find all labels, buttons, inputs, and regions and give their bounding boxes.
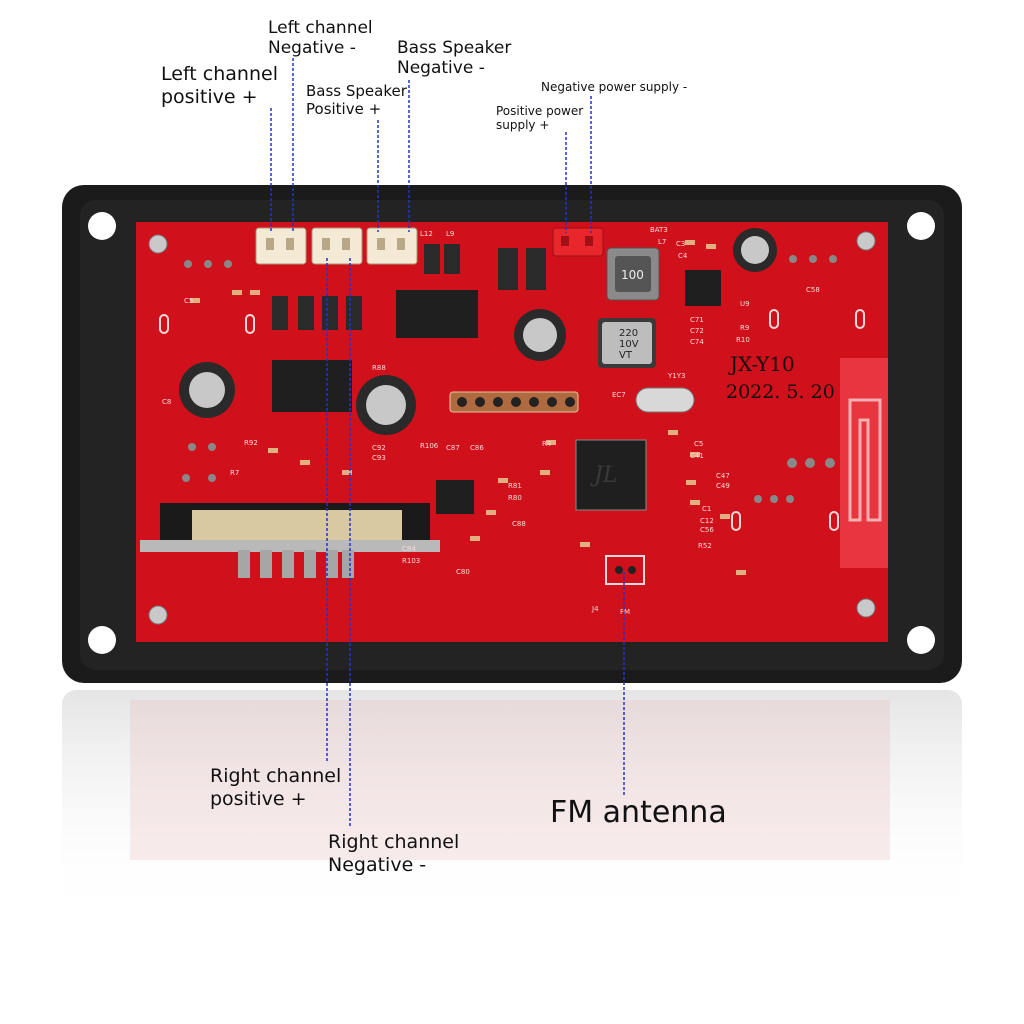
svg-text:C47: C47 — [716, 472, 730, 480]
svg-text:C56: C56 — [700, 526, 714, 534]
svg-text:C12: C12 — [700, 517, 714, 525]
svg-text:C74: C74 — [690, 338, 704, 346]
label-right-channel-positive: Right channel positive + — [210, 765, 342, 810]
inductor-value: 100 — [621, 268, 644, 282]
leader-lines — [270, 58, 625, 826]
screw — [148, 231, 876, 625]
svg-text:C5: C5 — [694, 440, 703, 448]
svg-text:L9: L9 — [446, 230, 454, 238]
svg-text:C86: C86 — [470, 444, 484, 452]
svg-text:C71: C71 — [690, 316, 704, 324]
svg-text:C1: C1 — [702, 505, 711, 513]
svg-text:C87: C87 — [446, 444, 460, 452]
svg-text:U9: U9 — [740, 300, 750, 308]
label-negative-power-supply: Negative power supply - — [541, 80, 688, 94]
label-positive-power-supply: Positive power supply + — [496, 104, 584, 133]
power-connector — [552, 227, 604, 257]
svg-text:C92: C92 — [372, 444, 386, 452]
svg-text:C49: C49 — [716, 482, 730, 490]
svg-text:C93: C93 — [372, 454, 386, 462]
label-right-channel-negative: Right channel Negative - — [328, 831, 460, 876]
svg-text:C72: C72 — [690, 327, 704, 335]
sd-slot-bracket — [140, 540, 440, 552]
board-model: JX-Y10 — [728, 352, 795, 376]
label-left-channel-negative: Left channel Negative - — [268, 18, 373, 59]
small-chip — [436, 480, 474, 514]
board-date: 2022. 5. 20 — [726, 381, 835, 403]
svg-text:C4: C4 — [678, 252, 688, 260]
svg-text:Y1Y3: Y1Y3 — [667, 372, 685, 380]
svg-text:R103: R103 — [402, 557, 420, 565]
svg-text:C5: C5 — [184, 297, 193, 305]
svg-text:BAT3: BAT3 — [650, 226, 668, 234]
svg-text:R4: R4 — [542, 440, 552, 448]
svg-text:L12: L12 — [420, 230, 433, 238]
svg-text:J4: J4 — [591, 605, 599, 613]
svg-text:EC7: EC7 — [612, 391, 626, 399]
svg-text:R52: R52 — [698, 542, 712, 550]
svg-text:R106: R106 — [420, 442, 439, 450]
regulator-chip — [685, 270, 721, 306]
capacitor — [179, 228, 777, 435]
label-left-channel-positive: Left channel positive + — [161, 63, 278, 108]
mount-hole — [907, 212, 935, 240]
svg-text:C84: C84 — [402, 545, 416, 553]
svg-text:L7: L7 — [658, 238, 666, 246]
amp-chip — [272, 360, 352, 412]
fm-connector — [605, 555, 645, 585]
amp-chip — [396, 290, 478, 338]
label-fm-antenna: FM antenna — [550, 795, 727, 830]
svg-text:C88: C88 — [512, 520, 526, 528]
label-bass-speaker-negative: Bass Speaker Negative - — [397, 38, 512, 79]
crystal — [635, 387, 695, 413]
svg-text:R88: R88 — [372, 364, 386, 372]
svg-text:C41: C41 — [690, 452, 704, 460]
svg-text:R7: R7 — [230, 469, 239, 477]
svg-text:FM: FM — [620, 608, 630, 616]
svg-text:C3: C3 — [676, 240, 685, 248]
main-chip — [575, 439, 647, 511]
svg-text:R92: R92 — [244, 439, 258, 447]
mount-hole — [907, 626, 935, 654]
svg-text:C8: C8 — [162, 398, 171, 406]
mount-hole — [88, 626, 116, 654]
mount-hole — [88, 212, 116, 240]
label-bass-speaker-positive: Bass Speaker Positive + — [306, 82, 407, 118]
svg-text:R9: R9 — [740, 324, 749, 332]
svg-text:C80: C80 — [456, 568, 470, 576]
svg-text:C58: C58 — [806, 286, 820, 294]
board-reflection — [62, 690, 962, 920]
svg-text:R81: R81 — [508, 482, 522, 490]
audio-connector — [255, 227, 418, 265]
svg-text:R10: R10 — [736, 336, 750, 344]
svg-text:R80: R80 — [508, 494, 522, 502]
chip-logo: JL — [590, 463, 617, 488]
